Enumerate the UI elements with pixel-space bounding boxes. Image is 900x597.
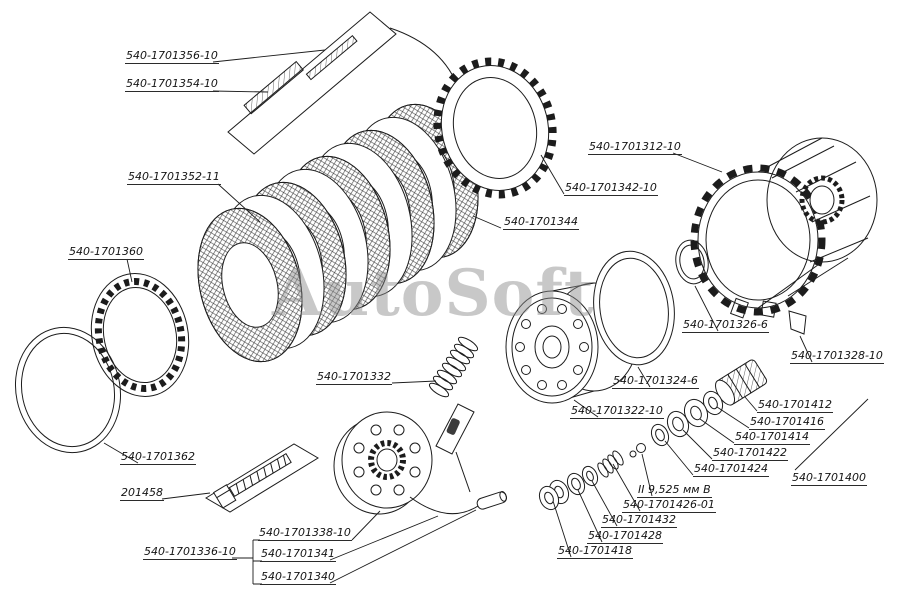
wedge-pad [788, 310, 807, 335]
part-label: 540-1701422 [712, 446, 788, 462]
seal-ring [566, 472, 586, 496]
part-label: 540-1701341 [260, 547, 336, 563]
cylindrical-pin [476, 490, 508, 510]
part-label: 540-1701336-10 [143, 545, 237, 561]
part-label: 540-1701322-10 [570, 404, 664, 420]
part-label: 540-1701412 [757, 398, 833, 414]
part-label: 540-1701324-6 [612, 374, 699, 390]
snap-ring [14, 326, 122, 454]
part-label: 540-1701356-10 [125, 49, 219, 65]
ball [629, 443, 646, 458]
part-label: 540-1701340 [260, 570, 336, 586]
part-label: 540-1701418 [557, 544, 633, 560]
large-ring [593, 250, 675, 366]
part-label: 540-1701328-10 [790, 349, 884, 365]
shim-plate-panel [227, 11, 460, 155]
part-label: 540-1701354-10 [125, 77, 219, 93]
part-label: 540-1701344 [503, 215, 579, 231]
small-ring [675, 239, 709, 285]
damper-disc [333, 411, 433, 515]
part-label: 201458 [120, 486, 164, 502]
hub-drum [505, 282, 639, 404]
part-label: 540-1701362 [120, 450, 196, 466]
part-label: 540-1701416 [749, 415, 825, 431]
part-label: 540-1701424 [693, 462, 769, 478]
clutch-disc-stack [197, 103, 479, 363]
part-label: 540-1701428 [587, 529, 663, 545]
part-label: 540-1701332 [316, 370, 392, 386]
part-label: 540-1701338-10 [258, 526, 352, 542]
washer [650, 423, 670, 447]
part-label: 540-1701312-10 [588, 140, 682, 156]
coil-spring [428, 336, 479, 398]
clutch-basket [690, 137, 878, 319]
part-label: 540-1701342-10 [564, 181, 658, 197]
separator-toothed-ring [433, 57, 557, 199]
part-label: 540-1701360 [68, 245, 144, 261]
part-label: II 9,525 мм В [637, 483, 712, 499]
pin-panel [409, 403, 508, 515]
part-label: 540-1701426-01 [622, 498, 716, 514]
part-label: 540-1701326-6 [682, 318, 769, 334]
inner-toothed-ring [90, 273, 190, 397]
bolt [212, 453, 292, 509]
label-group-bracket [232, 539, 262, 585]
part-label: 540-1701432 [601, 513, 677, 529]
roller-bearing [715, 359, 768, 406]
part-label: 540-1701400 [791, 471, 867, 487]
small-spring [597, 450, 624, 478]
washer [702, 390, 724, 416]
part-label: 540-1701414 [734, 430, 810, 446]
washer-pair [538, 479, 570, 511]
leader-lines [103, 49, 869, 585]
part-label: 540-1701352-11 [127, 170, 221, 186]
bolt-panel [205, 443, 319, 513]
